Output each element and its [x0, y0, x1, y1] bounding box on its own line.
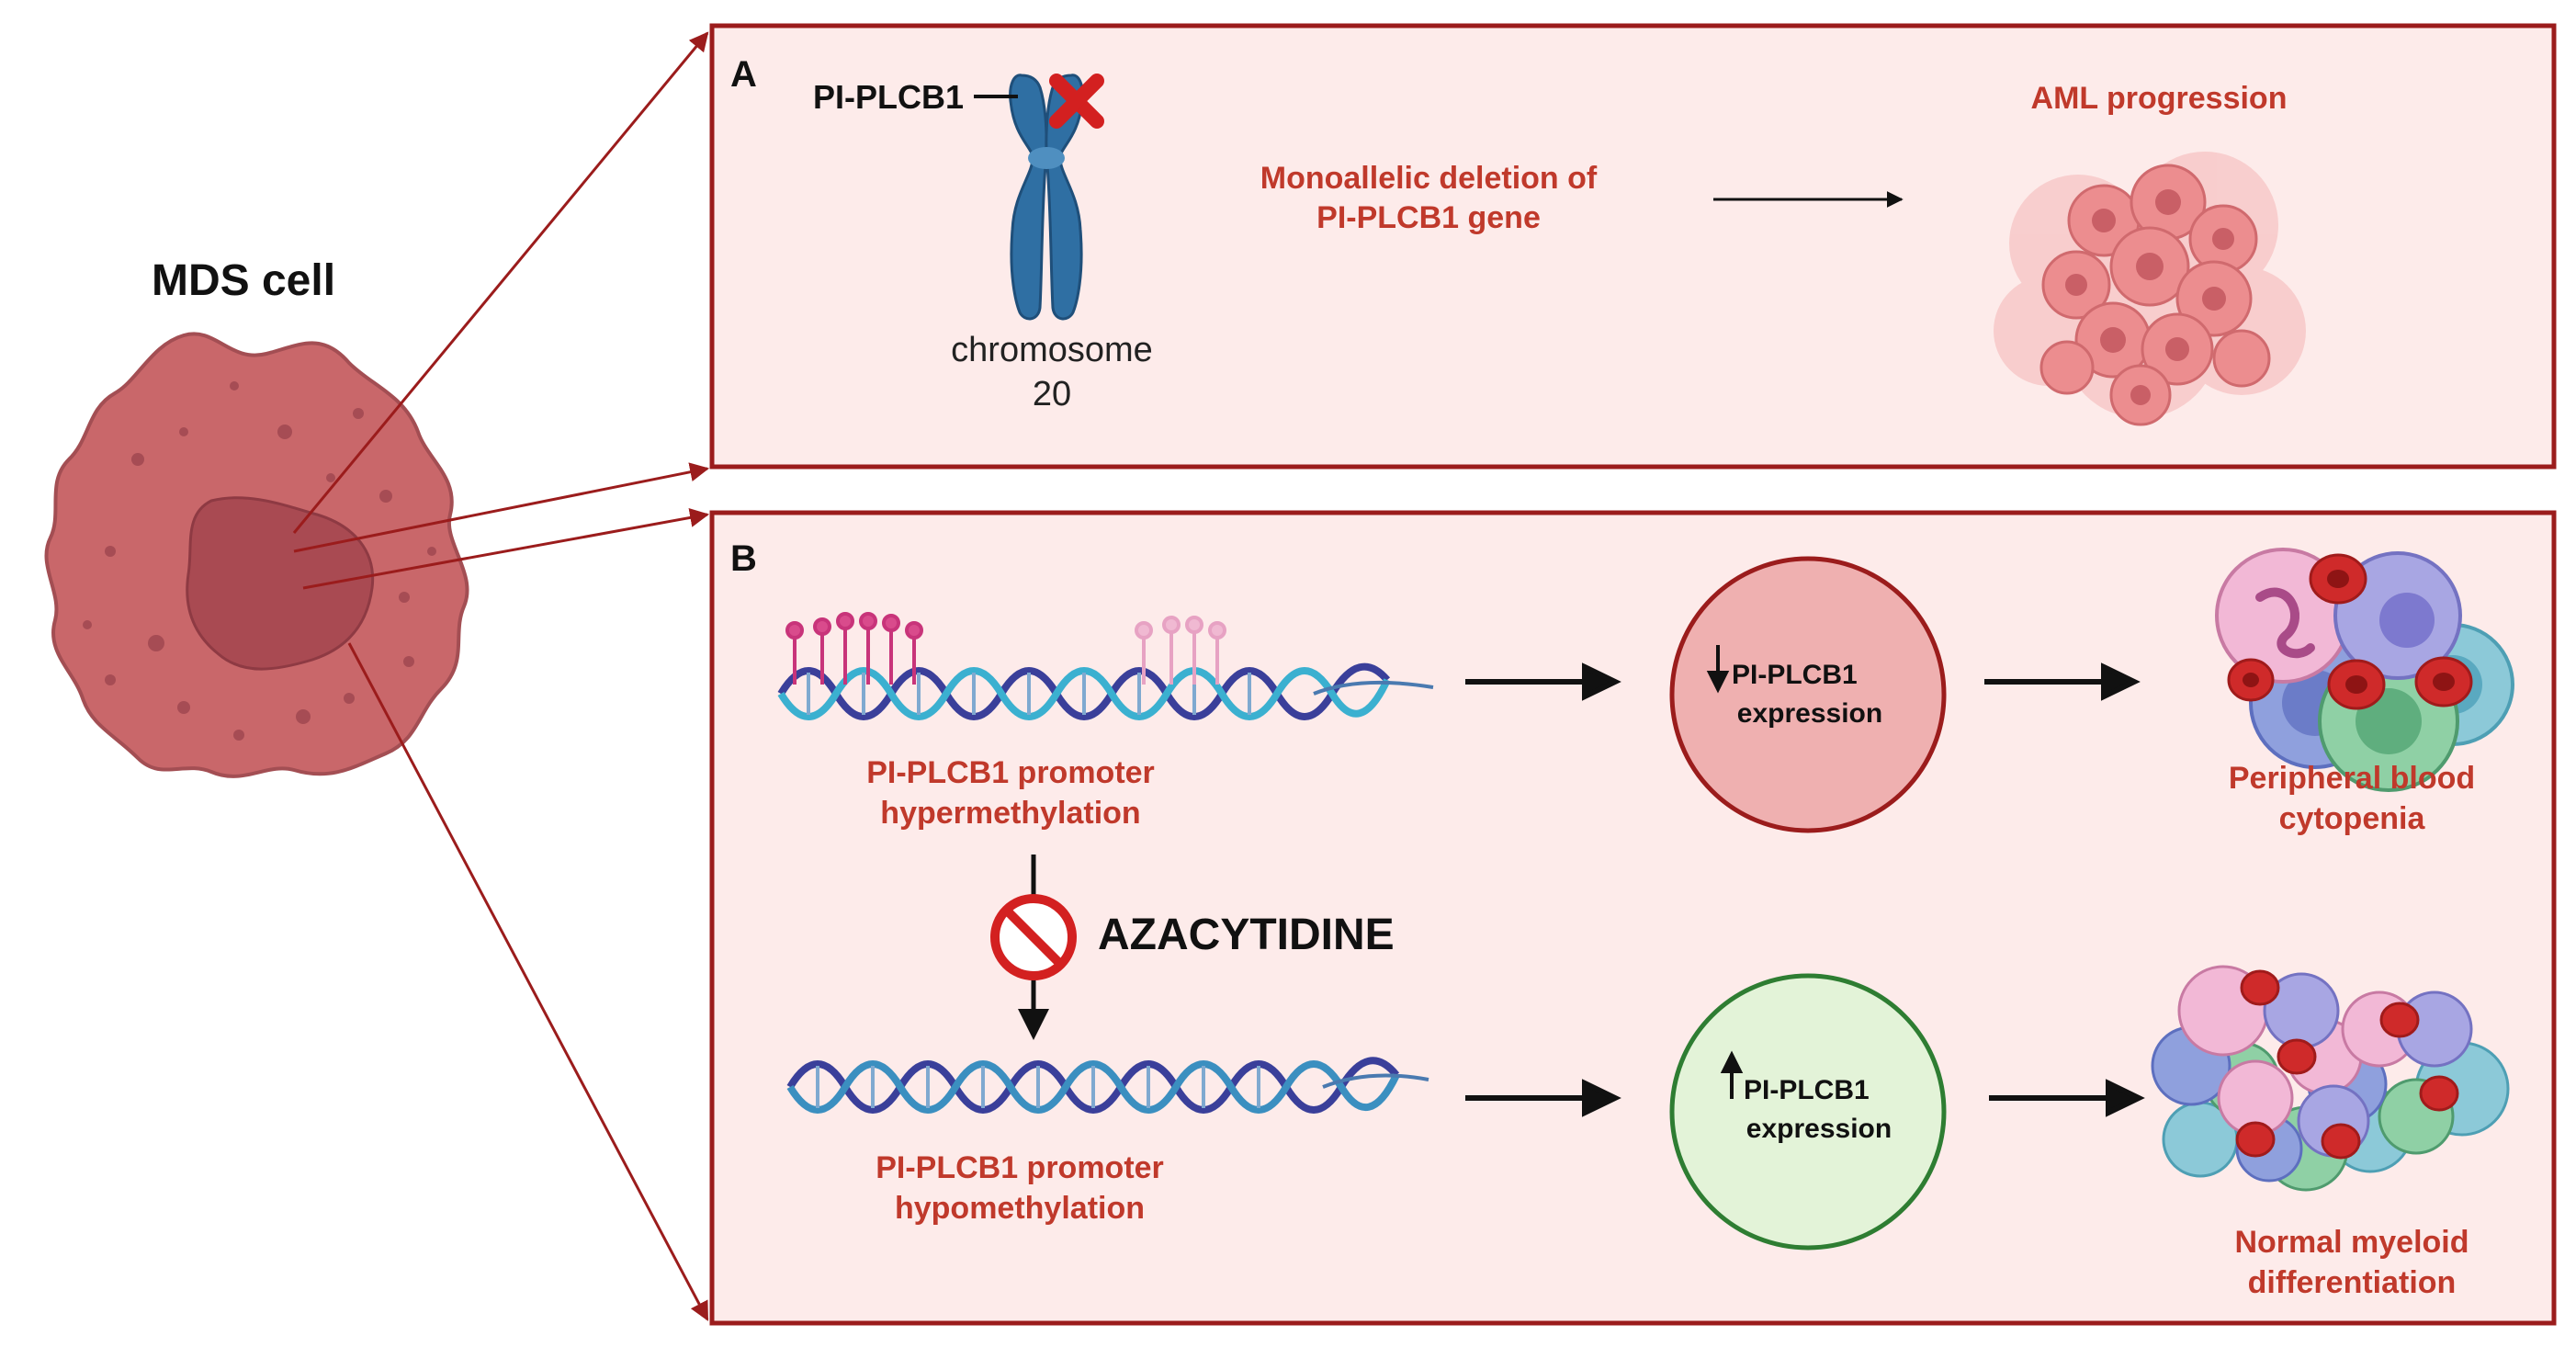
up-expression-label-line2: expression — [1746, 1114, 1892, 1144]
aml-progression-label: AML progression — [2030, 81, 2288, 116]
cytopenia-label-line2: cytopenia — [2278, 801, 2425, 836]
hypermethylation-label-line1: PI-PLCB1 promoter — [866, 755, 1155, 790]
zoom-line-b-bottom — [347, 642, 709, 1321]
hypermethylation-label-line2: hypermethylation — [880, 796, 1141, 831]
up-expression-label-line1: PI-PLCB1 — [1744, 1075, 1870, 1105]
down-arrow-icon — [1706, 645, 1730, 694]
down-expression-label-line2: expression — [1736, 698, 1883, 729]
differentiation-label-line2: differentiation — [2247, 1265, 2457, 1300]
chromosome-number: 20 — [1032, 375, 1072, 413]
cell-title: MDS cell — [151, 256, 336, 305]
chromosome-20-illustration — [974, 74, 1104, 321]
up-arrow-icon — [1720, 1050, 1744, 1099]
inhibition-icon — [990, 894, 1077, 980]
methyl-groups-dark — [785, 612, 923, 685]
blood-cells-cytopenia — [2215, 548, 2514, 792]
methyl-groups-light — [1135, 616, 1226, 685]
up-expression-circle — [1669, 973, 1947, 1251]
panel-b-letter: B — [730, 538, 757, 579]
hypomethylation-label-line2: hypomethylation — [894, 1191, 1146, 1226]
panel-a-letter: A — [730, 54, 757, 95]
down-expression-circle — [1669, 556, 1947, 833]
blood-cells-normal — [2151, 965, 2510, 1192]
hypermethylated-dna-illustration — [777, 612, 1434, 720]
arrowhead-hyper-to-hypo — [1018, 1009, 1049, 1040]
deletion-label-line1: Monoallelic deletion of — [1260, 161, 1598, 196]
deletion-x-icon — [1049, 74, 1104, 129]
differentiation-label-line1: Normal myeloid — [2234, 1225, 2469, 1260]
hypomethylated-dna-illustration — [786, 1057, 1429, 1114]
cytopenia-label-line1: Peripheral blood — [2228, 761, 2476, 796]
azacytidine-label: AZACYTIDINE — [1098, 911, 1395, 959]
gene-label: PI-PLCB1 — [813, 78, 965, 116]
hypomethylation-label-line1: PI-PLCB1 promoter — [876, 1150, 1164, 1185]
cell-nucleus — [186, 496, 375, 671]
zoom-line-a-top — [292, 31, 709, 534]
down-expression-label-line1: PI-PLCB1 — [1732, 660, 1858, 690]
zoom-line-a-bottom — [293, 462, 710, 553]
deletion-label-line2: PI-PLCB1 gene — [1316, 200, 1541, 235]
aml-tumor-cluster — [1994, 152, 2306, 426]
chromosome-label: chromosome — [951, 331, 1153, 369]
zoom-line-b-top — [302, 508, 710, 590]
